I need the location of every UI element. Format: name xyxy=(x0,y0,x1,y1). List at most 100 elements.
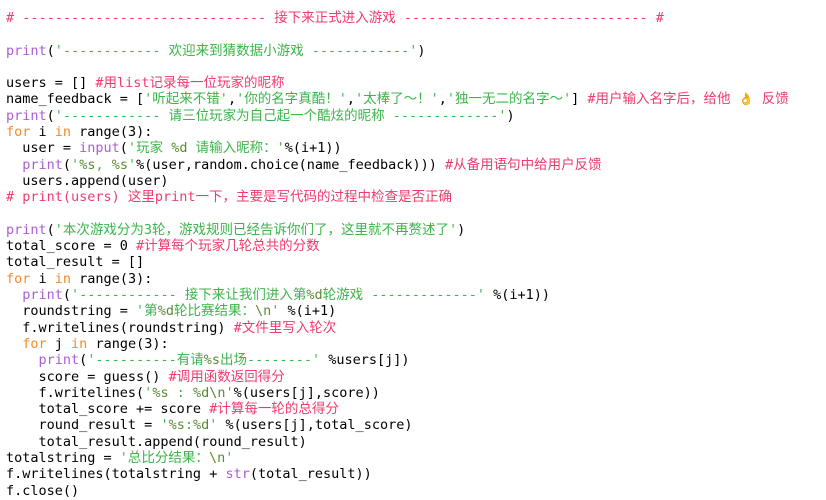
code-token-string: ' xyxy=(127,156,137,173)
code-line[interactable]: score = guess() #调用函数返回得分 xyxy=(6,369,820,385)
code-token-plain xyxy=(6,336,22,352)
code-token-plain: , xyxy=(346,91,355,108)
code-line[interactable]: total_result = [] xyxy=(6,254,820,270)
code-token-fmt: %d xyxy=(157,303,174,320)
code-token-plain: score = guess() xyxy=(6,368,169,385)
code-line[interactable]: f.writelines('%s : %d\n'%(users[j],score… xyxy=(6,385,820,401)
code-token-string: '------------ 接下来让我们进入第 xyxy=(71,287,307,304)
code-token-emoji: 👌 xyxy=(738,92,754,107)
code-token-plain: ( xyxy=(62,287,72,304)
code-token-fmt: \n xyxy=(209,384,226,401)
code-line[interactable]: users = [] #用list记录每一位玩家的昵称 xyxy=(6,75,820,91)
code-line[interactable]: print('----------有请%s出场--------' %users[… xyxy=(6,352,820,368)
code-token-builtin: str xyxy=(225,466,250,483)
code-token-string: 轮游戏 -------------' xyxy=(322,287,486,304)
code-token-string: , xyxy=(95,156,112,173)
code-token-plain: f.writelines(totalstring + xyxy=(6,466,226,483)
code-token-string: '------------ 请三位玩家为自己起一个酷炫的昵称 ---------… xyxy=(54,107,507,124)
code-token-plain: totalstring = xyxy=(6,450,120,467)
code-token-plain: ( xyxy=(46,221,55,238)
code-line[interactable]: f.writelines(totalstring + str(total_res… xyxy=(6,466,820,482)
code-token-builtin: print xyxy=(6,42,47,59)
code-token-string: 请输入昵称：' xyxy=(187,140,285,157)
code-token-keyword: in xyxy=(71,335,88,352)
code-token-fmt: %s xyxy=(203,352,220,369)
code-token-plain: ) xyxy=(457,221,466,238)
code-token-plain: %(users[j],score)) xyxy=(233,384,380,401)
code-token-fmt: %s xyxy=(111,156,128,173)
code-token-plain: %(user,random.choice(name_feedback))) xyxy=(136,156,445,173)
code-line[interactable]: round_result = '%s:%d' %(users[j],total_… xyxy=(6,417,820,433)
code-token-plain: roundstring = xyxy=(6,303,137,320)
code-line[interactable]: print('本次游戏分为3轮，游戏规则已经告诉你们了，这里就不再赘述了') xyxy=(6,222,820,238)
code-token-plain: f.writelines(roundstring) xyxy=(6,319,234,336)
code-line[interactable]: totalstring = '总比分结果：\n' xyxy=(6,450,820,466)
code-line[interactable] xyxy=(6,26,820,42)
code-token-string: : xyxy=(168,384,193,401)
code-token-plain: total_result = [] xyxy=(6,254,145,271)
code-line[interactable]: print('------------ 欢迎来到猜数据小游戏 ---------… xyxy=(6,43,820,59)
code-line[interactable]: user = input('玩家 %d 请输入昵称：'%(i+1)) xyxy=(6,140,820,156)
code-token-comment: # print(users) 这里print一下，主要是写代码的过程中检查是否正… xyxy=(6,189,453,206)
code-token-comment: #调用函数返回得分 xyxy=(168,368,285,385)
code-token-plain: range(3): xyxy=(71,270,153,287)
code-line[interactable]: users.append(user) xyxy=(6,173,820,189)
code-token-string: '听起来不错' xyxy=(144,91,228,108)
code-line[interactable]: total_score += score #计算每一轮的总得分 xyxy=(6,401,820,417)
code-token-fmt: %d xyxy=(192,417,210,434)
code-token-string: '----------有请 xyxy=(87,352,204,369)
code-token-keyword: for xyxy=(22,335,47,352)
code-token-builtin: print xyxy=(6,107,47,124)
code-token-plain: range(3): xyxy=(71,124,153,141)
code-token-string: 出场--------' xyxy=(219,352,321,369)
code-token-keyword: for xyxy=(6,270,31,287)
code-token-builtin: print xyxy=(22,287,63,304)
code-line[interactable]: print('------------ 请三位玩家为自己起一个酷炫的昵称 ---… xyxy=(6,108,820,124)
code-line[interactable]: total_result.append(round_result) xyxy=(6,434,820,450)
code-line[interactable] xyxy=(6,59,820,75)
code-line[interactable]: f.writelines(roundstring) #文件里写入轮次 xyxy=(6,320,820,336)
code-token-plain: total_result.append(round_result) xyxy=(6,433,307,450)
code-token-plain: ) xyxy=(506,107,515,124)
code-line[interactable]: for j in range(3): xyxy=(6,336,820,352)
code-token-keyword: in xyxy=(54,124,72,141)
code-token-string: '------------ 欢迎来到猜数据小游戏 ------------' xyxy=(54,42,418,59)
code-token-keyword: for xyxy=(6,124,31,141)
code-line[interactable]: print('------------ 接下来让我们进入第%d轮游戏 -----… xyxy=(6,287,820,303)
code-token-fmt: %d xyxy=(192,384,210,401)
code-token-plain: f.close() xyxy=(6,482,80,499)
code-line[interactable]: f.close() xyxy=(6,483,820,499)
code-line[interactable]: for i in range(3): xyxy=(6,124,820,140)
code-token-plain: i xyxy=(30,270,55,287)
code-token-string: : xyxy=(184,417,193,434)
code-token-string: ' xyxy=(271,303,280,320)
code-token-fmt: \n xyxy=(254,303,272,320)
code-token-plain: ( xyxy=(62,156,72,173)
code-line[interactable]: name_feedback = ['听起来不错','你的名字真酷！','太棒了～… xyxy=(6,91,820,107)
code-token-plain: i xyxy=(30,124,55,141)
code-token-string: '玩家 xyxy=(127,140,172,157)
code-line[interactable]: total_score = 0 #计算每个玩家几轮总共的分数 xyxy=(6,238,820,254)
code-token-plain: j xyxy=(46,335,72,352)
code-token-plain: %(i+1) xyxy=(279,303,337,320)
code-token-plain: range(3): xyxy=(87,335,169,352)
code-token-builtin: print xyxy=(6,221,47,238)
code-line[interactable] xyxy=(6,206,820,222)
code-line[interactable]: print('%s, %s'%(user,random.choice(name_… xyxy=(6,157,820,173)
code-token-plain: (total_result)) xyxy=(249,466,372,483)
code-line[interactable]: # ------------------------------ 接下来正式进入… xyxy=(6,10,820,26)
code-token-fmt: %s xyxy=(79,156,96,173)
code-token-plain: %(i+1)) xyxy=(284,140,342,157)
code-token-plain: ( xyxy=(79,352,88,369)
code-token-fmt: %s xyxy=(168,417,185,434)
code-token-string: '太棒了～！' xyxy=(354,91,439,108)
code-line[interactable]: roundstring = '第%d轮比赛结果：\n' %(i+1) xyxy=(6,303,820,319)
code-line[interactable]: for i in range(3): xyxy=(6,271,820,287)
code-token-comment: #用list记录每一位玩家的昵称 xyxy=(95,75,285,92)
code-token-fmt: %s xyxy=(152,384,169,401)
code-lines-container: # ------------------------------ 接下来正式进入… xyxy=(6,10,820,499)
code-token-comment: #计算每个玩家几轮总共的分数 xyxy=(136,238,320,255)
code-line[interactable]: # print(users) 这里print一下，主要是写代码的过程中检查是否正… xyxy=(6,189,820,205)
code-token-plain: ( xyxy=(119,140,128,157)
